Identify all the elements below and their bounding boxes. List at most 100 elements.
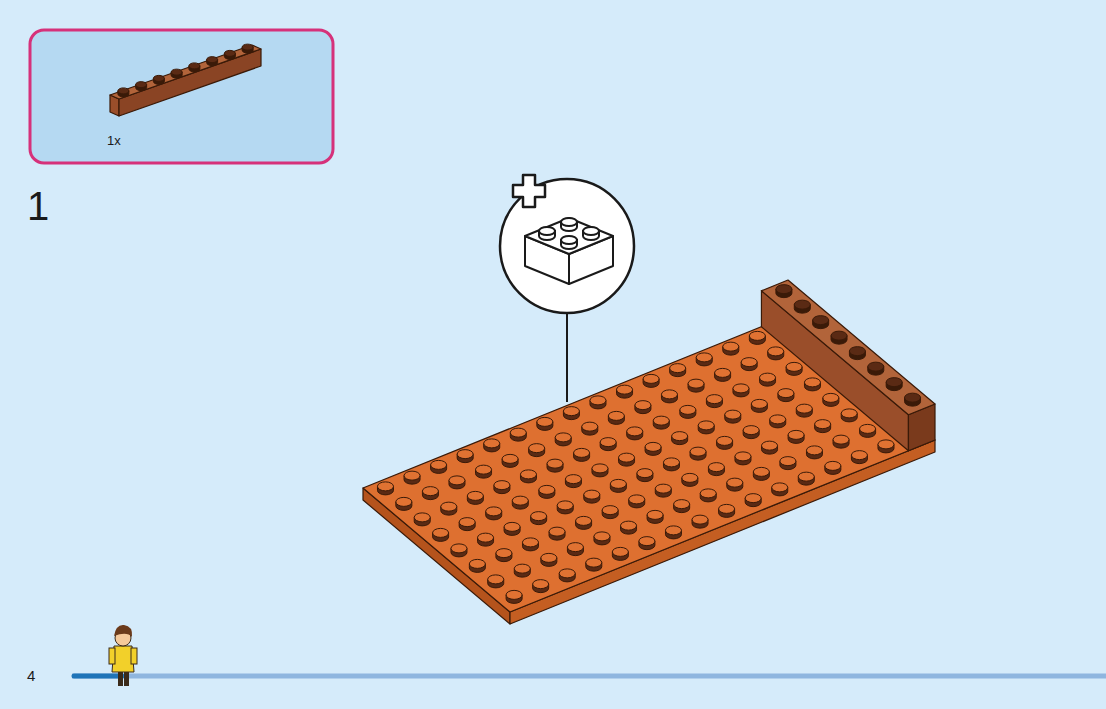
stud <box>514 564 530 577</box>
baseplate <box>363 280 935 624</box>
stud <box>539 485 555 498</box>
stud <box>786 362 802 375</box>
stud <box>529 444 545 457</box>
stud <box>547 459 563 472</box>
stud <box>690 447 706 460</box>
stud <box>768 347 784 360</box>
stud <box>635 401 651 414</box>
stud <box>700 489 716 502</box>
stud <box>806 446 822 459</box>
stud <box>486 507 502 520</box>
stud <box>655 484 671 497</box>
stud <box>627 427 643 440</box>
stud <box>674 500 690 513</box>
stud <box>531 512 547 525</box>
stud <box>663 458 679 471</box>
stud <box>592 464 608 477</box>
stud <box>414 513 430 526</box>
stud <box>708 463 724 476</box>
stud <box>833 435 849 448</box>
stud <box>841 409 857 422</box>
stud <box>804 378 820 391</box>
stud <box>815 420 831 433</box>
stud <box>637 469 653 482</box>
stud <box>688 379 704 392</box>
stud <box>619 453 635 466</box>
stud <box>441 502 457 515</box>
page-number: 4 <box>27 668 35 683</box>
stud <box>496 549 512 562</box>
stud <box>510 428 526 441</box>
stud <box>433 528 449 541</box>
stud <box>813 316 829 329</box>
stud <box>745 494 761 507</box>
stud <box>404 471 420 484</box>
stud <box>494 481 510 494</box>
stud <box>506 590 522 603</box>
stud <box>422 487 438 500</box>
stud <box>823 393 839 406</box>
stud <box>706 395 722 408</box>
stud <box>723 342 739 355</box>
stud <box>476 465 492 478</box>
stud <box>788 430 804 443</box>
stud <box>537 417 553 430</box>
stud <box>798 472 814 485</box>
stud <box>735 452 751 465</box>
stud <box>886 378 902 391</box>
stud <box>794 300 810 313</box>
stud <box>557 501 573 514</box>
stud <box>665 526 681 539</box>
stud <box>778 389 794 402</box>
stud <box>469 559 485 572</box>
stud <box>776 285 792 298</box>
step-number: 1 <box>27 186 49 226</box>
stud <box>582 422 598 435</box>
stud <box>520 470 536 483</box>
stud <box>608 411 624 424</box>
brick-top <box>110 45 261 99</box>
stud <box>743 426 759 439</box>
stud <box>171 69 182 78</box>
stud <box>692 515 708 528</box>
stud <box>586 558 602 571</box>
stud <box>484 439 500 452</box>
stud <box>467 491 483 504</box>
stud <box>749 331 765 344</box>
stud <box>878 440 894 453</box>
stud <box>672 432 688 445</box>
progress-bar <box>72 674 1106 679</box>
stud <box>153 75 164 84</box>
part-count: 1x <box>107 134 121 147</box>
stud <box>594 532 610 545</box>
stud <box>629 495 645 508</box>
stud <box>512 496 528 509</box>
stud <box>602 506 618 519</box>
stud <box>488 575 504 588</box>
stud <box>617 385 633 398</box>
stud <box>431 460 447 473</box>
stud <box>661 390 677 403</box>
stud <box>504 522 520 535</box>
stud <box>825 461 841 474</box>
stud <box>584 490 600 503</box>
stud <box>770 415 786 428</box>
stud <box>189 63 200 72</box>
stud <box>600 438 616 451</box>
stud <box>772 483 788 496</box>
stud <box>645 442 661 455</box>
stud <box>576 516 592 529</box>
stud <box>242 44 253 53</box>
leader-line <box>566 312 568 402</box>
stud <box>643 374 659 387</box>
stud <box>559 569 575 582</box>
stud <box>459 518 475 531</box>
stud <box>457 450 473 463</box>
stud <box>377 482 393 495</box>
stud <box>449 476 465 489</box>
stud <box>733 384 749 397</box>
stud <box>522 538 538 551</box>
plus-sign <box>513 175 545 207</box>
stud <box>574 448 590 461</box>
